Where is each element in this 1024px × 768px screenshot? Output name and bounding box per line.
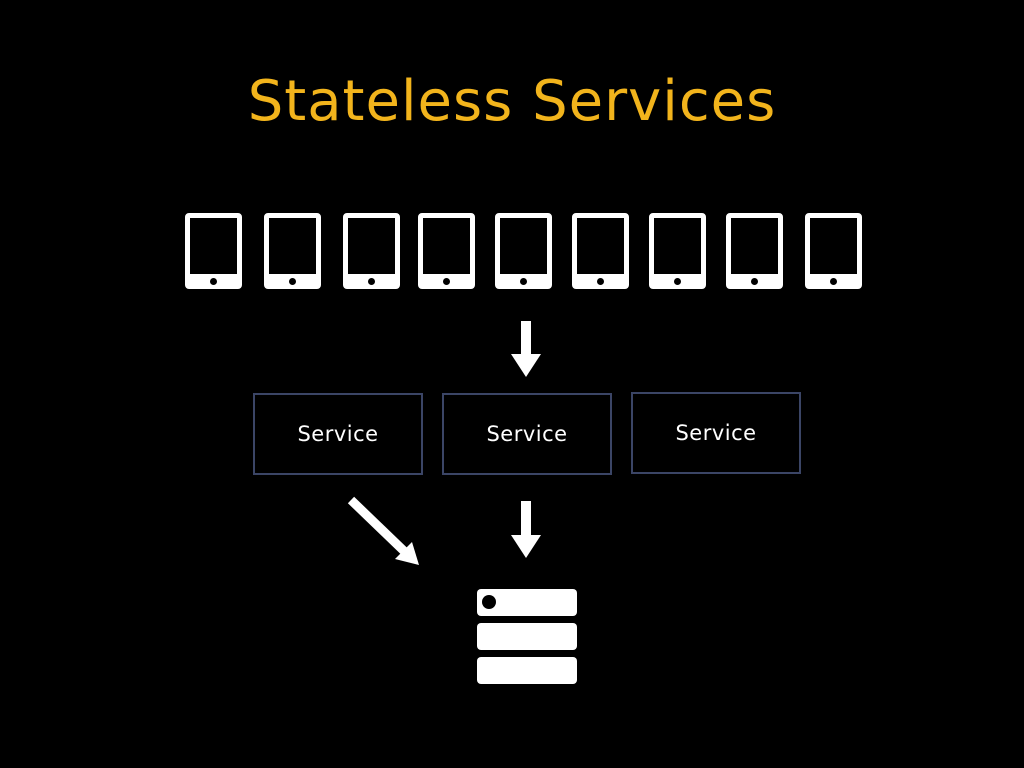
home-button <box>289 278 296 285</box>
tablet-icon <box>649 213 706 289</box>
home-button <box>443 278 450 285</box>
home-button <box>210 278 217 285</box>
server-indicator-light <box>482 595 496 609</box>
home-button <box>751 278 758 285</box>
tablet-icon <box>805 213 862 289</box>
tablet-icon <box>418 213 475 289</box>
client-devices <box>185 213 865 291</box>
arrow-down-icon <box>511 501 541 558</box>
home-button <box>368 278 375 285</box>
home-button <box>674 278 681 285</box>
home-button <box>597 278 604 285</box>
tablet-icon <box>185 213 242 289</box>
tablet-icon <box>495 213 552 289</box>
slide-title: Stateless Services <box>247 69 777 134</box>
arrow-down-icon <box>511 321 541 377</box>
tablet-icon <box>343 213 400 289</box>
tablet-icon <box>264 213 321 289</box>
service-box: Service <box>442 393 612 475</box>
tablet-icon <box>726 213 783 289</box>
service-label: Service <box>486 422 568 446</box>
home-button <box>520 278 527 285</box>
tablet-icon <box>572 213 629 289</box>
server-slab <box>477 623 577 650</box>
arrow-down-right-icon <box>347 496 419 565</box>
server-slab <box>477 657 577 684</box>
service-label: Service <box>297 422 379 446</box>
service-label: Service <box>675 421 757 445</box>
home-button <box>830 278 837 285</box>
service-box: Service <box>253 393 423 475</box>
service-box: Service <box>631 392 801 474</box>
